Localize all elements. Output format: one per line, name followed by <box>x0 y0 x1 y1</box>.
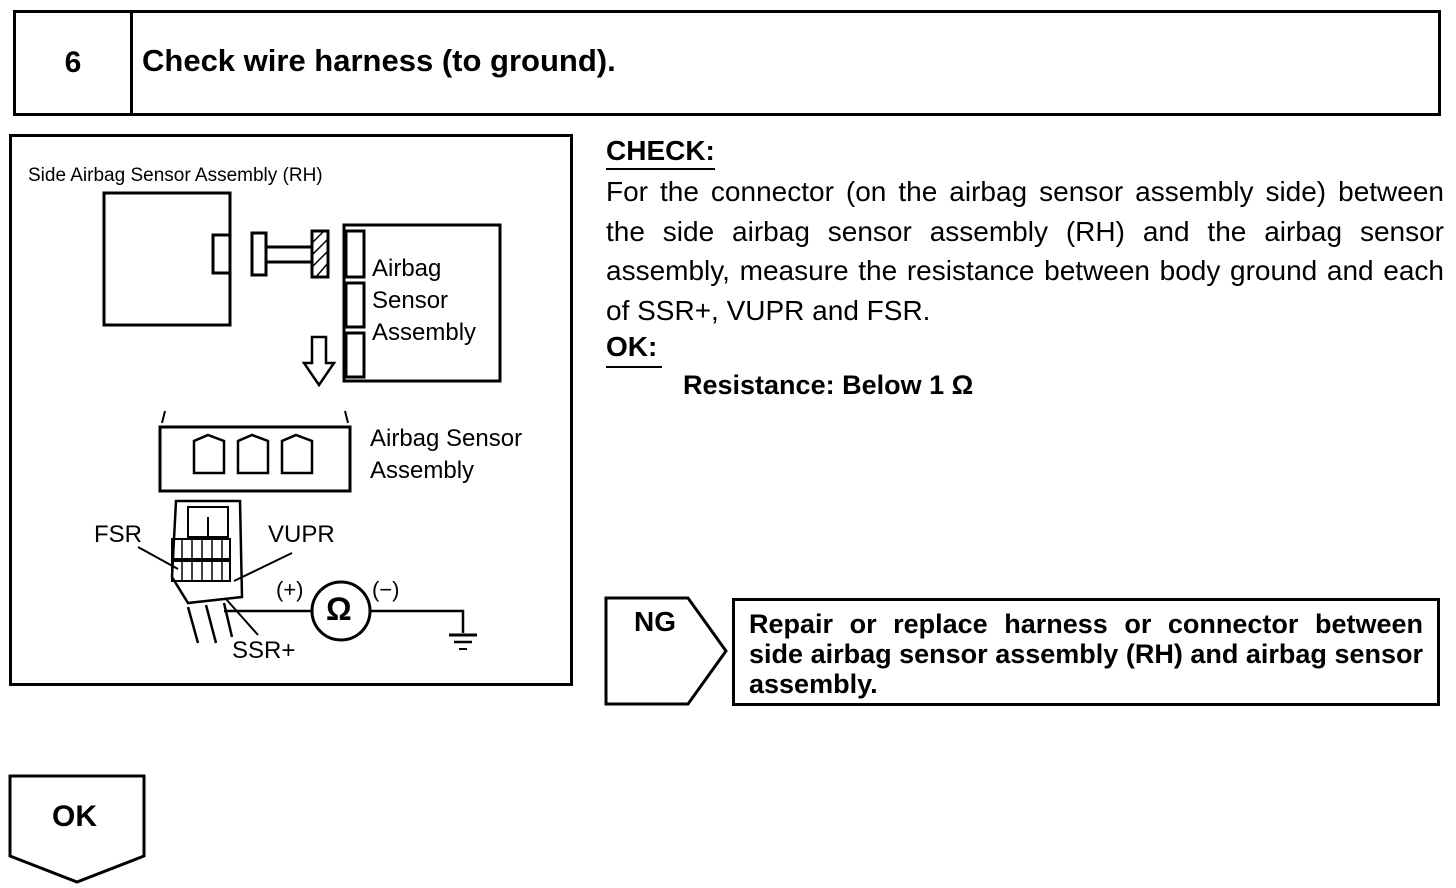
terminal-vupr-label: VUPR <box>268 521 335 548</box>
ok-result-label: OK <box>52 800 97 833</box>
sensor-label-line-2: Assembly <box>370 457 475 484</box>
side-sensor-box <box>102 191 232 327</box>
meter-positive-label: (+) <box>276 577 304 602</box>
ng-label: NG <box>634 606 676 637</box>
airbag-sensor-connector-box <box>342 223 502 383</box>
connector-label-line-1: Airbag <box>372 255 442 282</box>
check-instructions: For the connector (on the airbag sensor … <box>606 176 1444 326</box>
sensor-label-line-1: Airbag Sensor <box>370 425 523 452</box>
step-header: 6 Check wire harness (to ground). <box>13 10 1441 116</box>
resistance-spec: Resistance: Below 1 Ω <box>683 370 974 400</box>
side-sensor-label: Side Airbag Sensor Assembly (RH) <box>28 165 323 186</box>
terminal-ssr-label: SSR+ <box>232 637 296 664</box>
ng-action-box: Repair or replace harness or connector b… <box>732 598 1440 706</box>
connector-label-line-2: Sensor <box>372 287 449 314</box>
wiring-diagram: Side Airbag Sensor Assembly (RH) Airbag … <box>9 134 573 686</box>
airbag-sensor-unit <box>158 425 352 493</box>
ok-heading-underline <box>606 366 662 368</box>
ok-heading: OK: <box>606 331 658 362</box>
check-heading: CHECK: <box>606 134 715 170</box>
diagram-drawing <box>102 191 502 650</box>
step-number: 6 <box>16 13 133 113</box>
terminal-fsr-label: FSR <box>94 521 142 548</box>
step-title: Check wire harness (to ground). <box>142 43 616 78</box>
harness-plug-left <box>250 231 268 277</box>
connector-label-line-3: Assembly <box>372 319 477 346</box>
side-sensor-connector <box>211 233 232 275</box>
ohm-symbol: Ω <box>326 591 352 627</box>
meter-negative-label: (−) <box>372 577 400 602</box>
ok-arrow-icon <box>8 774 146 884</box>
ng-arrow-icon <box>604 596 728 706</box>
down-arrow-icon <box>301 335 337 388</box>
